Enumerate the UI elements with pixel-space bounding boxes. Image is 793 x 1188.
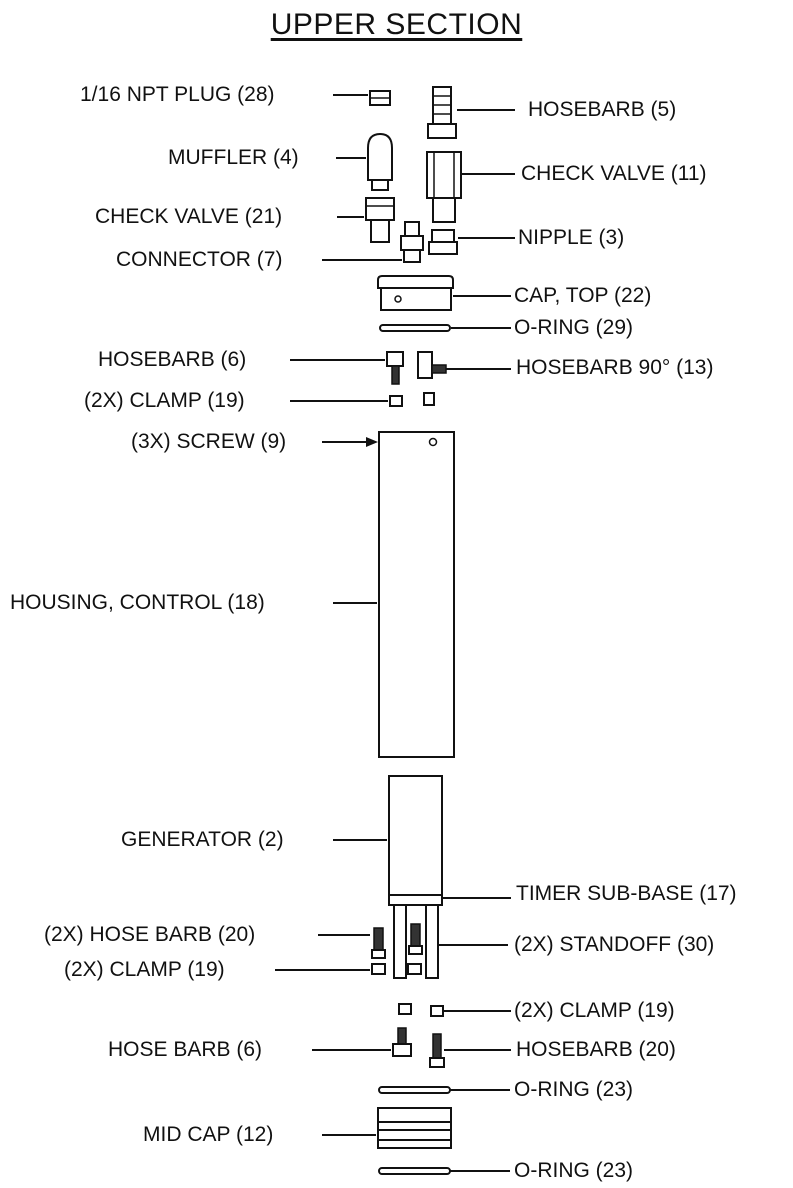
- check-valve-21-part: [337, 197, 395, 243]
- housing-control-part: [333, 431, 455, 758]
- mid-cap-part: [322, 1107, 452, 1149]
- label-hose-barb-20-2x: (2X) HOSE BARB (20): [44, 923, 256, 946]
- generator-part: [333, 775, 443, 896]
- hose-barb-20-2x-parts: [318, 923, 423, 959]
- label-timer-sub-base: TIMER SUB-BASE (17): [516, 882, 737, 905]
- label-screw: (3X) SCREW (9): [131, 430, 287, 453]
- label-hosebarb-20: HOSEBARB (20): [516, 1038, 676, 1061]
- check-valve-11-part: [426, 151, 515, 223]
- label-clamp-mid-right: (2X) CLAMP (19): [514, 999, 675, 1022]
- label-connector: CONNECTOR (7): [116, 248, 283, 271]
- hosebarb-90-part: [417, 351, 511, 379]
- o-ring-23-lower-part: [378, 1167, 510, 1175]
- label-cap-top: CAP, TOP (22): [514, 284, 652, 307]
- npt-plug-part: [333, 90, 391, 106]
- label-clamp-top: (2X) CLAMP (19): [84, 389, 245, 412]
- clamp-top-parts: [290, 392, 435, 407]
- label-npt-plug: 1/16 NPT PLUG (28): [80, 83, 275, 106]
- label-nipple: NIPPLE (3): [518, 226, 625, 249]
- label-generator: GENERATOR (2): [121, 828, 284, 851]
- label-o-ring-29: O-RING (29): [514, 316, 634, 339]
- label-mid-cap: MID CAP (12): [143, 1123, 274, 1146]
- cap-top-part: [377, 275, 511, 311]
- nipple-part: [428, 229, 515, 255]
- label-o-ring-23-lower: O-RING (23): [514, 1159, 634, 1182]
- label-clamp-mid-left: (2X) CLAMP (19): [64, 958, 225, 981]
- label-muffler: MUFFLER (4): [168, 146, 299, 169]
- label-housing-control: HOUSING, CONTROL (18): [10, 591, 265, 614]
- timer-sub-base-part: [388, 894, 511, 906]
- diagram-title: UPPER SECTION: [270, 8, 523, 41]
- clamp-mid-left-parts: [275, 963, 422, 975]
- label-standoff: (2X) STANDOFF (30): [514, 933, 715, 956]
- label-hose-barb-6-lower: HOSE BARB (6): [108, 1038, 263, 1061]
- label-check-valve-11: CHECK VALVE (11): [521, 162, 707, 185]
- label-hosebarb-5: HOSEBARB (5): [528, 98, 677, 121]
- hosebarb-5-part: [427, 86, 515, 139]
- label-hosebarb-90: HOSEBARB 90° (13): [516, 356, 714, 379]
- o-ring-29-part: [379, 324, 511, 332]
- label-check-valve-21: CHECK VALVE (21): [95, 205, 283, 228]
- label-hosebarb-6: HOSEBARB (6): [98, 348, 247, 371]
- screw-arrow: [322, 437, 378, 447]
- muffler-part: [336, 132, 393, 191]
- o-ring-23-upper-part: [378, 1086, 510, 1094]
- hosebarb-6-part: [290, 351, 404, 385]
- hosebarb-20-lower-part: [429, 1033, 511, 1068]
- hose-barb-6-lower-part: [312, 1027, 412, 1057]
- clamp-mid-right-parts: [398, 1003, 511, 1017]
- label-o-ring-23-upper: O-RING (23): [514, 1078, 634, 1101]
- connector-part: [322, 221, 424, 263]
- standoff-parts: [393, 904, 508, 979]
